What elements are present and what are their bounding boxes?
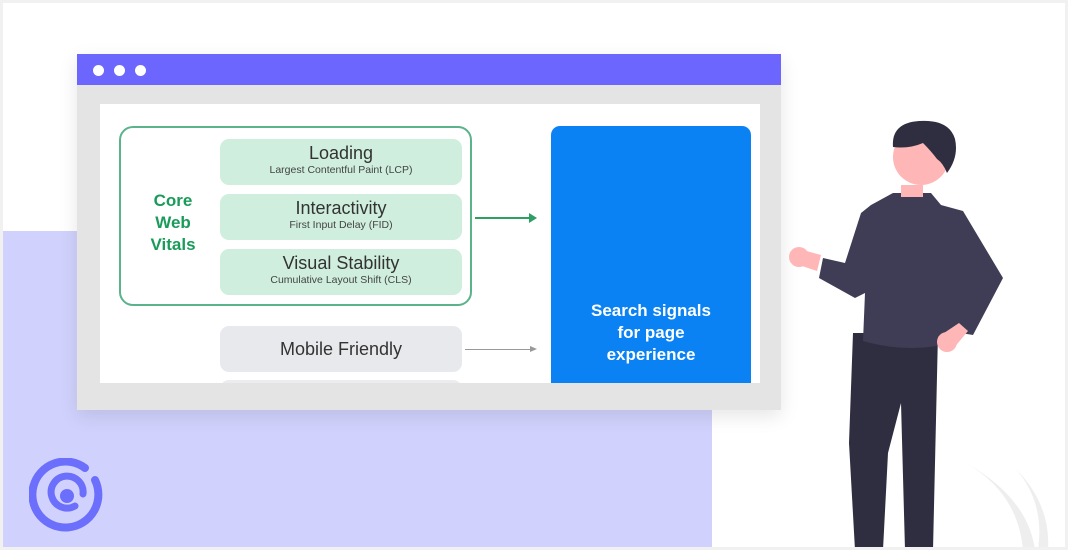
label-line: experience (606, 345, 696, 364)
metric-title: Loading (308, 143, 374, 163)
browser-window: Core Web Vitals Loading Largest Contentf… (77, 54, 781, 410)
core-web-vitals-label: Core Web Vitals (128, 190, 218, 256)
signal-next-partial (220, 380, 462, 383)
label-line: Search signals (590, 301, 711, 320)
metric-title: Visual Stability (282, 253, 400, 273)
metric-title: Interactivity (295, 198, 387, 218)
metric-interactivity: Interactivity First Input Delay (FID) (220, 194, 462, 240)
window-control-dot[interactable] (114, 65, 125, 76)
hero-card: Core Web Vitals Loading Largest Contentf… (3, 3, 1065, 547)
window-control-dot[interactable] (135, 65, 146, 76)
window-titlebar (77, 54, 781, 85)
metric-loading: Loading Largest Contentful Paint (LCP) (220, 139, 462, 185)
brand-logo-icon (29, 458, 103, 532)
label-line: Core (153, 191, 193, 210)
label-line: for page (617, 323, 685, 342)
page-experience-diagram: Core Web Vitals Loading Largest Contentf… (100, 104, 760, 383)
metric-subtitle: First Input Delay (FID) (289, 219, 393, 231)
signal-mobile-friendly: Mobile Friendly (220, 326, 462, 372)
metric-visual-stability: Visual Stability Cumulative Layout Shift… (220, 249, 462, 295)
window-control-dot[interactable] (93, 65, 104, 76)
label-line: Web (155, 213, 191, 232)
arrow-right-icon (465, 346, 537, 352)
search-signals-box: Search signals for page experience (551, 126, 751, 383)
person-illustration-icon (789, 120, 1049, 547)
grass-icon (966, 463, 1035, 547)
core-web-vitals-group (119, 126, 472, 306)
arrow-right-icon (475, 213, 537, 223)
metric-subtitle: Largest Contentful Paint (LCP) (269, 164, 413, 176)
metric-subtitle: Cumulative Layout Shift (CLS) (270, 274, 412, 286)
search-signals-label: Search signals for page experience (551, 300, 751, 366)
label-line: Vitals (150, 235, 196, 254)
